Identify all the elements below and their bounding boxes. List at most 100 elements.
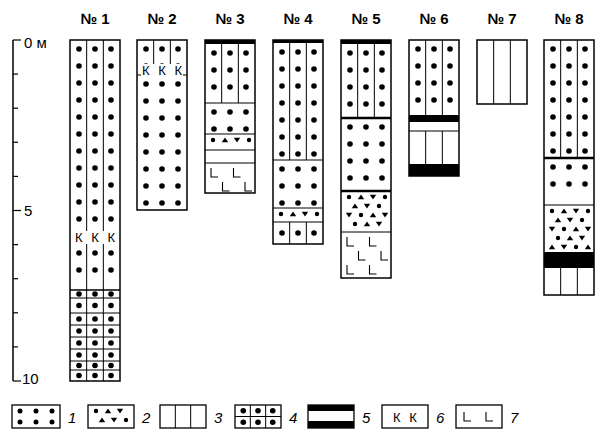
rule-line [13, 346, 18, 347]
bedrock-symbol [211, 168, 218, 177]
legend-number: 1 [68, 410, 76, 425]
gravel-dot [359, 213, 363, 217]
gravel-dot [92, 303, 98, 309]
rule-line [544, 205, 594, 206]
bedrock-symbol [381, 251, 388, 260]
gravel-dot [311, 183, 317, 189]
debris-triangle [99, 417, 105, 422]
gravel-dot [379, 84, 385, 90]
gravel-dot [108, 46, 114, 52]
gravel-dot [108, 97, 114, 103]
gravel-dot [175, 132, 181, 138]
column-outline [544, 40, 594, 295]
gravel-dot [76, 316, 82, 322]
rule-line [205, 103, 255, 104]
gravel-dot [76, 363, 82, 369]
debris-triangle [382, 213, 388, 218]
rule-line [103, 290, 104, 298]
gravel-dot [76, 182, 82, 188]
gravel-dot [108, 131, 114, 137]
gravel-dot [159, 132, 165, 138]
gravel-dot [550, 148, 556, 154]
rule-line [86, 325, 87, 337]
gravel-dot [159, 115, 165, 121]
rule-line [374, 44, 375, 118]
gravel-dot [279, 134, 285, 140]
gravel-dot [92, 328, 98, 334]
gravel-dot [379, 101, 385, 107]
debris-triangle [346, 213, 352, 218]
legend-number: 2 [142, 410, 150, 425]
gravel-dot [108, 182, 114, 188]
gravel-dot [108, 303, 114, 309]
legend-number: 5 [362, 410, 370, 425]
gravel-dot [92, 373, 98, 379]
gravel-dot [582, 97, 588, 103]
bedrock-symbol [486, 412, 493, 421]
gravel-dot [211, 126, 217, 132]
bedrock-symbol [347, 265, 354, 274]
gravel-dot [175, 149, 181, 155]
gravel-dot [582, 148, 588, 154]
gravel-dot [550, 114, 556, 120]
gravel-dot [143, 183, 149, 189]
debris-triangle [364, 204, 370, 209]
gravel-dot [379, 175, 385, 181]
legend-swatch [235, 405, 281, 428]
rule-line [70, 337, 120, 338]
rule-line [13, 278, 18, 279]
column-number: № 6 [419, 11, 448, 26]
gravel-dot [143, 115, 149, 121]
rule-line [273, 160, 323, 161]
rule-line [357, 44, 358, 118]
debris-triangle [579, 236, 585, 241]
legend-number: 7 [510, 410, 518, 425]
bedrock-symbol [245, 182, 252, 191]
gravel-dot [447, 63, 453, 69]
gravel-dot [295, 151, 301, 157]
gravel-dot [227, 126, 233, 132]
gravel-dot [108, 250, 114, 256]
gravel-dot [363, 67, 369, 73]
gravel-dot [211, 67, 217, 73]
gravel-dot [227, 109, 233, 115]
gravel-dot [243, 50, 249, 56]
gravel-dot [92, 63, 98, 69]
debris-triangle [370, 212, 376, 217]
gravel-dot [108, 165, 114, 171]
gravel-dot [18, 420, 23, 425]
legend-swatch [456, 405, 502, 428]
gravel-dot [415, 97, 421, 103]
gravel-dot [566, 63, 572, 69]
gravel-dot [92, 291, 98, 297]
rule-line [560, 40, 561, 158]
gravel-dot [76, 80, 82, 86]
rule-line [250, 417, 251, 429]
gravel-dot [550, 209, 554, 213]
rule-line [86, 313, 87, 325]
legend-swatch [88, 405, 134, 428]
gravel-dot [279, 66, 285, 72]
gravel-dot [582, 164, 588, 170]
gravel-dot [582, 131, 588, 137]
gravel-dot [279, 83, 285, 89]
rule-line [70, 325, 120, 326]
gravel-dot [76, 97, 82, 103]
gravel-dot [582, 181, 588, 187]
gravel-dot [76, 114, 82, 120]
rule-line [205, 150, 255, 151]
gravel-dot [363, 175, 369, 181]
gravel-dot [295, 200, 301, 206]
gravel-dot [566, 97, 572, 103]
debris-triangle [567, 235, 573, 240]
gravel-dot [108, 63, 114, 69]
gravel-dot [580, 218, 584, 222]
gravel-dot [108, 340, 114, 346]
column-outline [341, 40, 391, 278]
gravel-dot [76, 148, 82, 154]
column-number: № 4 [283, 11, 312, 26]
gravel-dot [431, 97, 437, 103]
gravel-dot [76, 373, 82, 379]
gravel-dot [550, 46, 556, 52]
carbonate-mark: К К К [141, 64, 183, 77]
